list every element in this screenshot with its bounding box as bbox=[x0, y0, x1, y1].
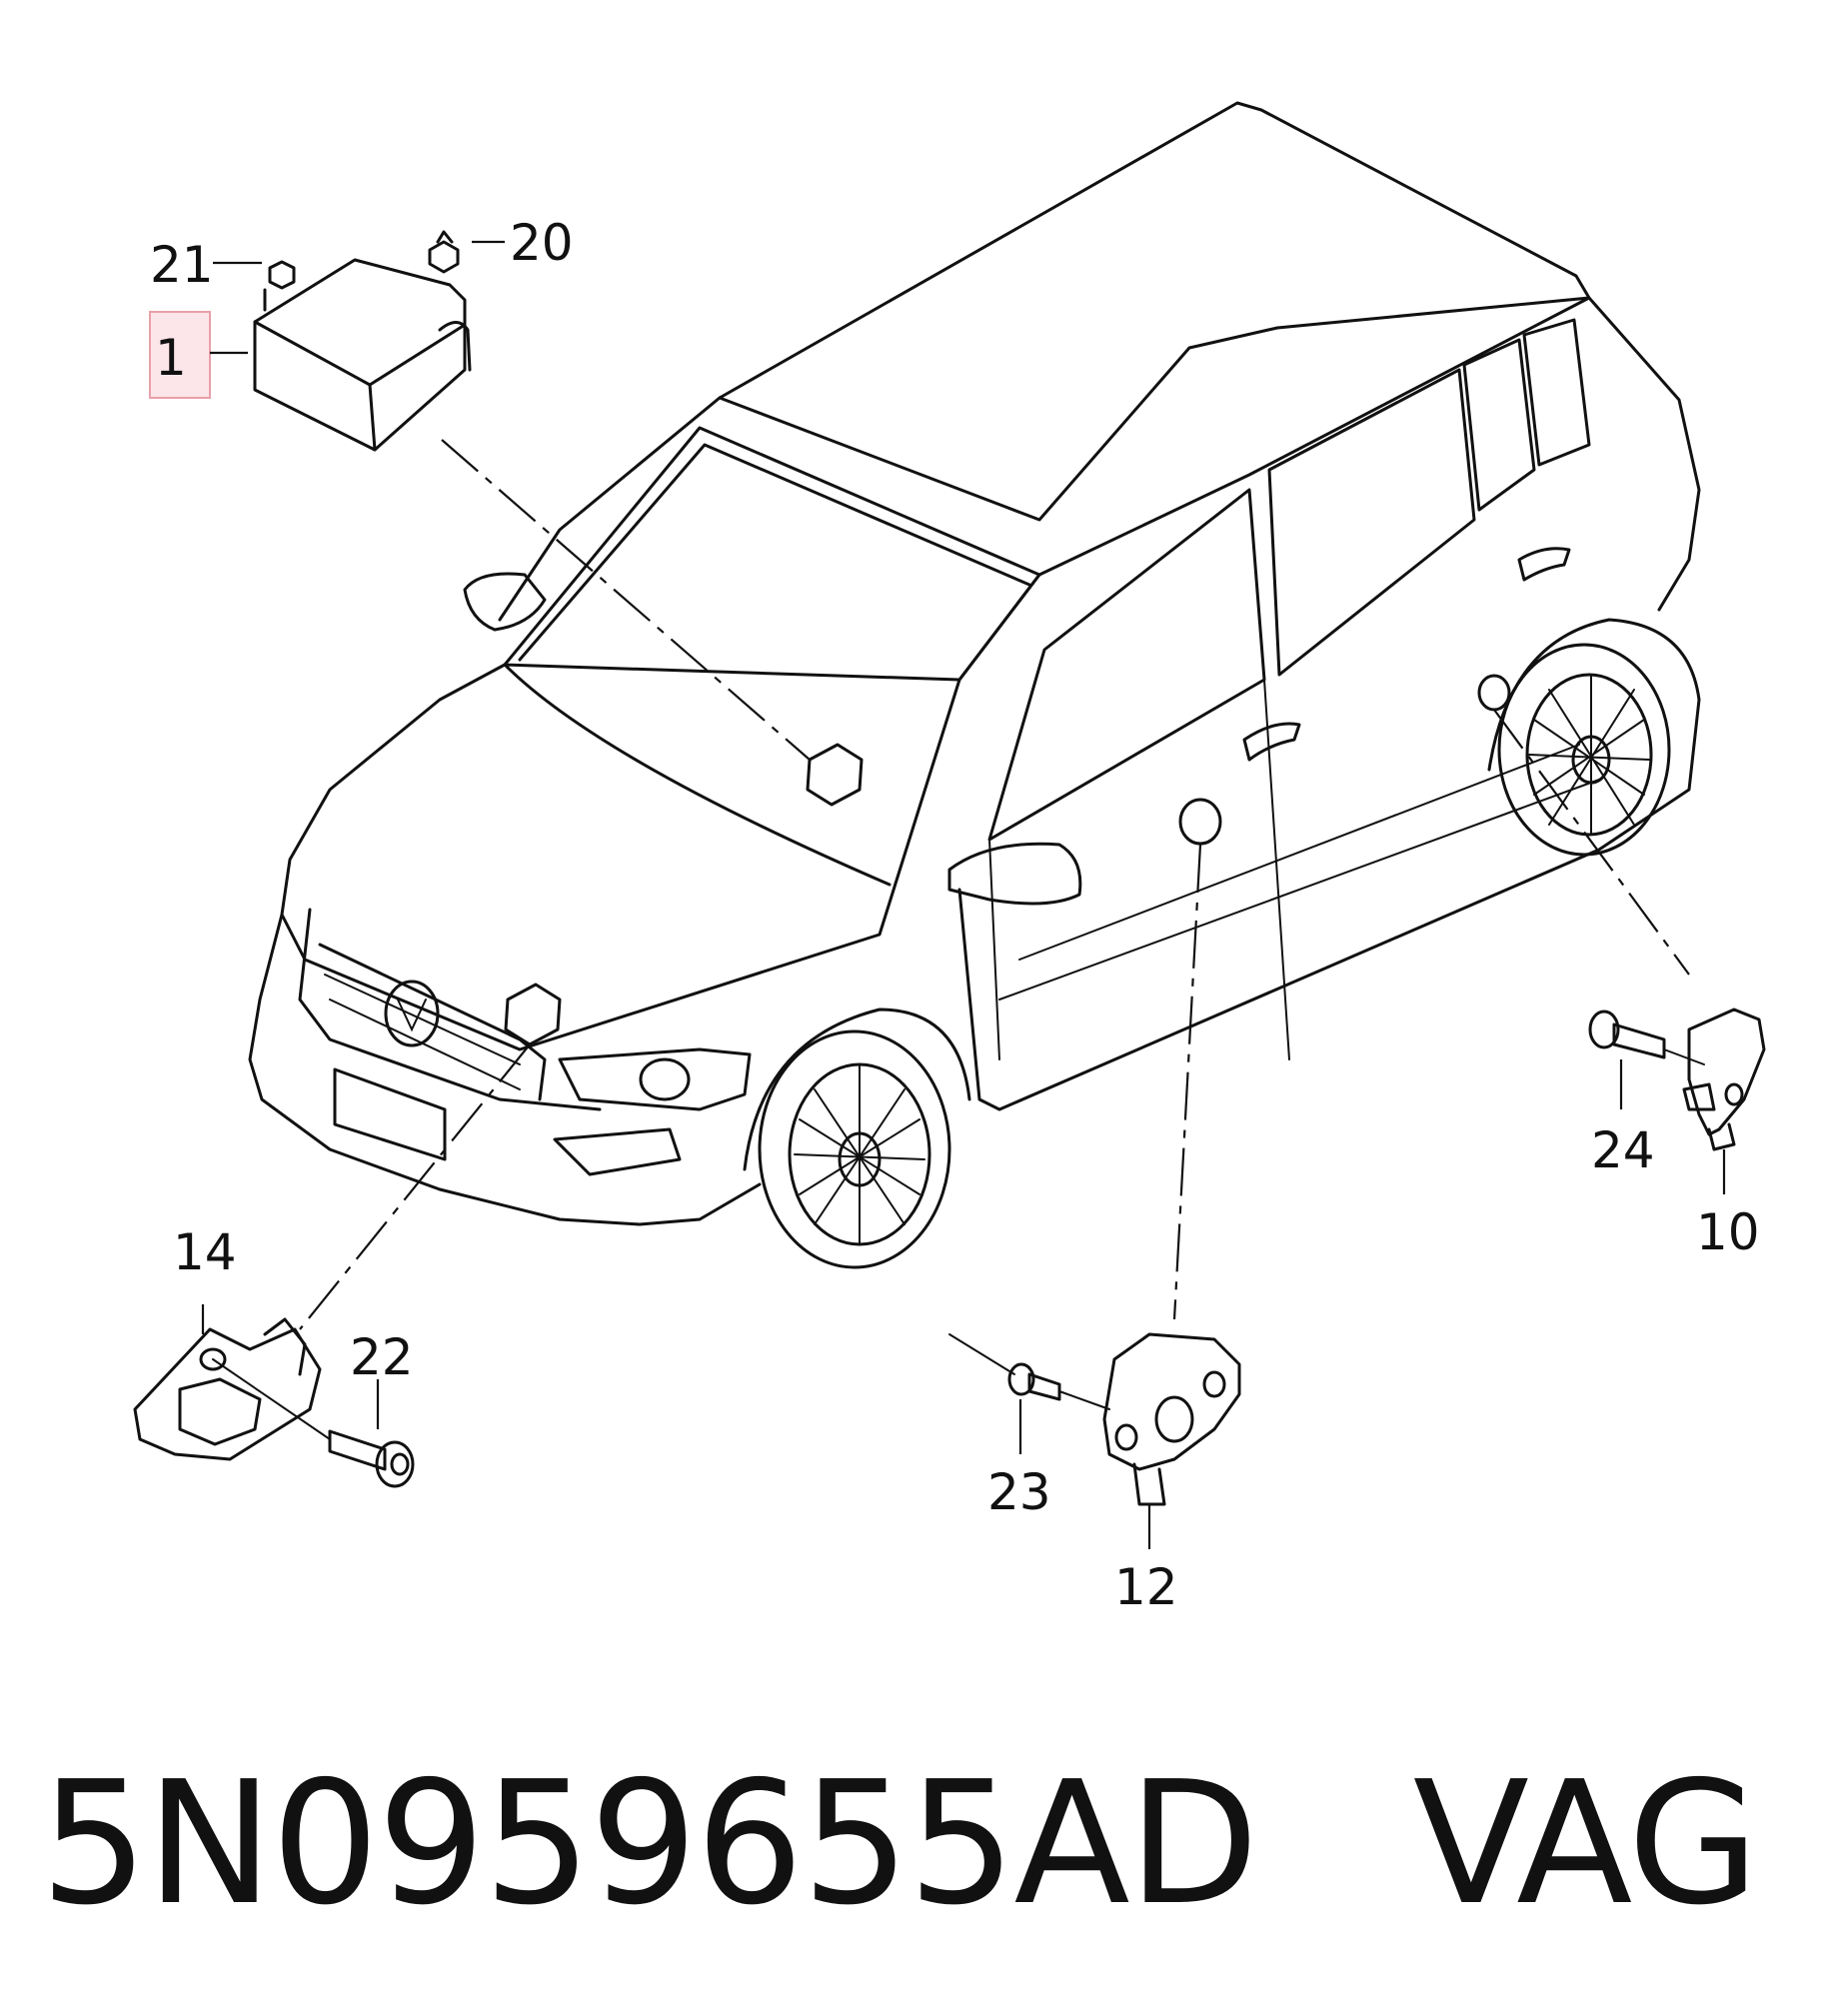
car-outline bbox=[248, 101, 1701, 1269]
brand-label: VAG bbox=[1412, 1745, 1759, 1943]
callout-1: 1 bbox=[155, 329, 187, 387]
callout-23: 23 bbox=[987, 1463, 1051, 1521]
part-number-title: 5N0959655AD VAG bbox=[40, 1759, 1759, 1929]
callout-labels: 1 20 21 14 22 23 12 24 10 bbox=[150, 214, 1760, 1616]
rear-sensor-mount-marker bbox=[1477, 674, 1511, 712]
door-sensor-mount-marker bbox=[1178, 798, 1222, 846]
control-unit-mount-marker bbox=[806, 743, 864, 807]
highlight-box bbox=[149, 311, 211, 399]
nut-20 bbox=[428, 240, 460, 274]
front-sensor-mount-marker bbox=[504, 983, 562, 1046]
callout-22: 22 bbox=[350, 1328, 414, 1386]
airbag-control-unit bbox=[149, 230, 505, 452]
callout-14: 14 bbox=[173, 1223, 237, 1281]
front-crash-sensor bbox=[133, 1304, 415, 1488]
callout-12: 12 bbox=[1114, 1558, 1178, 1616]
nut-21 bbox=[268, 260, 296, 290]
callout-24: 24 bbox=[1591, 1121, 1655, 1179]
callout-21: 21 bbox=[150, 236, 214, 294]
rear-crash-sensor bbox=[1588, 1008, 1766, 1194]
part-number: 5N0959655AD bbox=[40, 1745, 1259, 1943]
callout-20: 20 bbox=[510, 214, 574, 272]
leader-lines bbox=[299, 439, 1690, 1330]
door-crash-sensor bbox=[948, 1332, 1241, 1549]
callout-10: 10 bbox=[1696, 1203, 1760, 1261]
